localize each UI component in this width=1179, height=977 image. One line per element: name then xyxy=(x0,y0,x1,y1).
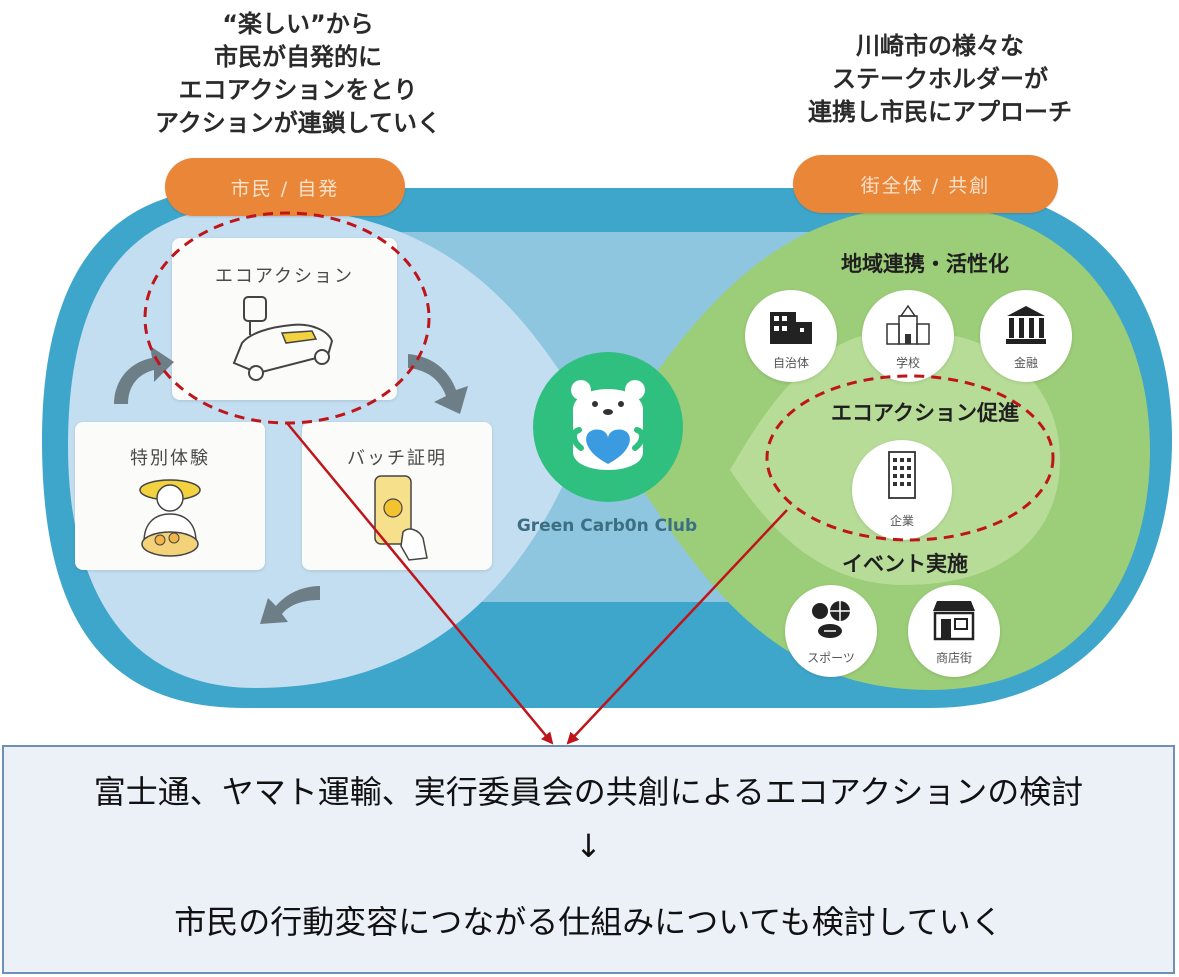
sports-balls-icon xyxy=(812,601,850,638)
card-special-experience-label: 特別体験 xyxy=(130,448,210,469)
card-eco-action-label: エコアクション xyxy=(214,266,355,287)
card-eco-action: エコアクション xyxy=(172,238,397,400)
eco-promotion-title: エコアクション促進 xyxy=(831,401,1019,425)
result-line-2: 市民の行動変容につながる仕組みについても検討していく xyxy=(174,903,1003,941)
left-heading-line: アクションが連鎖していく xyxy=(154,109,442,137)
cycle-arrow-up-icon xyxy=(114,346,174,404)
card-badge-proof-label: バッチ証明 xyxy=(347,448,447,469)
farmer-icon xyxy=(139,479,201,557)
dashed-ellipse-left xyxy=(143,211,431,425)
circle-shopping-street: 商店街 xyxy=(908,585,1000,677)
left-pill: 市民 / 自発 xyxy=(165,158,405,216)
cycle-arrow-left-icon xyxy=(260,586,320,624)
result-box: 富士通、ヤマト運輸、実行委員会の共創によるエコアクションの検討 ↓ 市民の行動変… xyxy=(2,745,1175,974)
bank-icon xyxy=(1006,306,1046,344)
right-heading: 川崎市の様々な ステークホルダーが 連携し市民にアプローチ xyxy=(760,30,1120,129)
card-special-experience: 特別体験 xyxy=(75,422,265,570)
right-heading-line: 川崎市の様々な xyxy=(856,32,1024,60)
smartphone-icon xyxy=(374,475,428,561)
regional-title: 地域連携・活性化 xyxy=(841,252,1009,276)
electric-car-icon xyxy=(232,296,333,381)
circle-label: 商店街 xyxy=(935,651,972,665)
card-badge-proof: バッチ証明 xyxy=(302,422,492,570)
storefront-icon xyxy=(933,601,975,641)
school-icon xyxy=(886,304,930,345)
building-icon xyxy=(770,312,812,344)
left-heading-line: エコアクションをとり xyxy=(178,76,418,104)
right-heading-line: ステークホルダーが xyxy=(832,65,1048,93)
right-pill: 街全体 / 共創 xyxy=(793,155,1058,213)
circle-municipality: 自治体 xyxy=(745,290,837,382)
circle-sports: スポーツ xyxy=(785,585,877,677)
result-arrow: ↓ xyxy=(575,827,602,865)
circle-finance: 金融 xyxy=(980,290,1072,382)
bear-icon xyxy=(571,380,645,470)
center-logo-text: Green Carb0n Club xyxy=(516,516,698,536)
circle-label: スポーツ xyxy=(807,651,855,665)
circle-school: 学校 xyxy=(862,290,954,382)
red-arrow-right xyxy=(566,509,788,745)
office-building-icon xyxy=(888,451,916,499)
circle-label: 学校 xyxy=(895,356,920,370)
circle-label: 自治体 xyxy=(772,356,809,370)
events-title: イベント実施 xyxy=(842,552,968,576)
left-heading-line: 市民が自発的に xyxy=(214,43,382,71)
dashed-ellipse-right xyxy=(765,374,1055,542)
result-line-1: 富士通、ヤマト運輸、実行委員会の共創によるエコアクションの検討 xyxy=(93,773,1084,811)
right-heading-line: 連携し市民にアプローチ xyxy=(808,98,1072,126)
circle-company: 企業 xyxy=(852,440,952,540)
left-heading: “楽しい”から 市民が自発的に エコアクションをとり アクションが連鎖していく xyxy=(108,8,488,140)
bear-logo-icon xyxy=(533,352,683,502)
left-heading-line: “楽しい”から xyxy=(222,10,374,38)
cycle-arrow-down-icon xyxy=(408,354,468,414)
red-arrow-left xyxy=(286,422,554,745)
circle-label: 企業 xyxy=(889,514,914,528)
circle-label: 金融 xyxy=(1013,356,1038,370)
